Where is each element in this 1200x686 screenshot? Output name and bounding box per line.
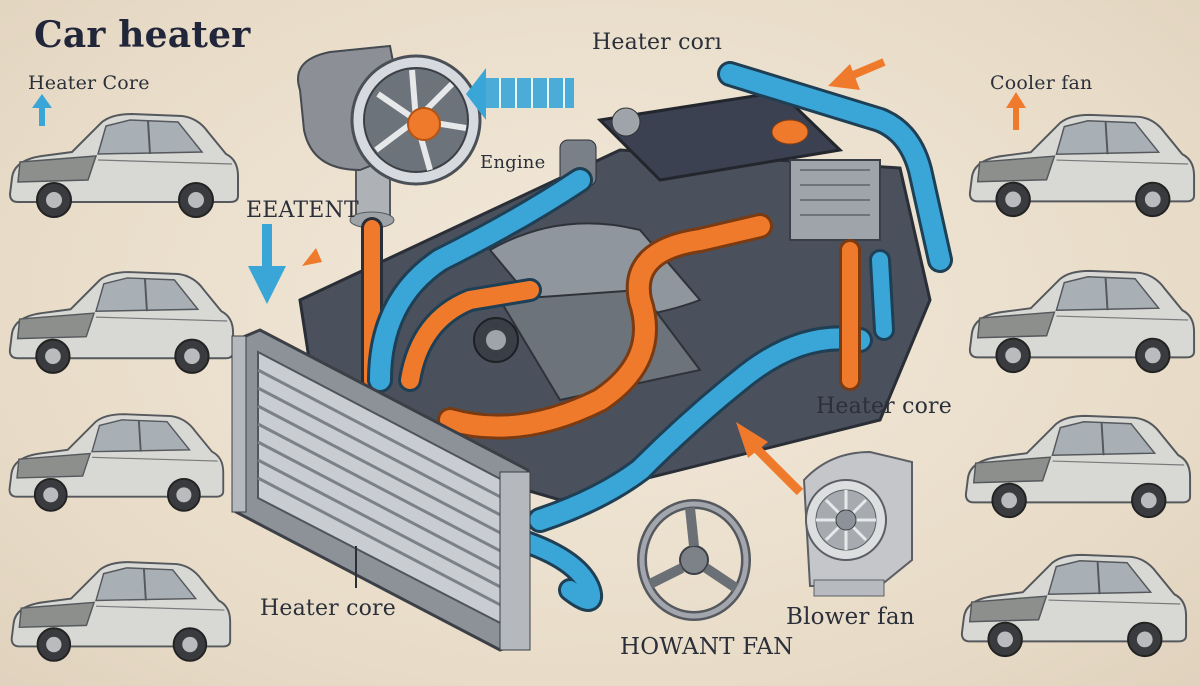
car-illustration [964,414,1192,519]
car-illustration [8,271,235,374]
car-illustration [968,269,1196,374]
arrow-icon [828,58,886,90]
coolant-hoses [361,61,953,612]
car-illustration [960,553,1188,658]
blower-fan-icon [802,450,913,597]
label-heater-core-bottom: Heater core [260,596,396,621]
label-eeatent: EEATENT [246,198,359,223]
arrow-icon [466,68,574,120]
car-illustration [10,561,232,662]
car-illustration [968,113,1196,218]
label-heater-core-right: Heater core [816,394,952,419]
arrow-icon [1006,92,1026,130]
car-illustration [9,113,239,218]
label-blower-fan: Blower fan [786,604,915,630]
arrow-icon [736,422,804,496]
steering-fan-icon [637,499,751,621]
page-title: Car heater [34,14,251,56]
radiator-icon [231,328,531,652]
car-illustration [8,413,225,512]
blower-fan-icon [297,44,482,229]
arrow-icon [248,224,322,304]
label-heater-core-top-left: Heater Core [28,72,150,94]
label-cooler-fan: Cooler fan [990,72,1093,94]
label-howant-fan: HOWANT FAN [620,634,794,660]
arrow-icon [32,94,52,126]
label-engine: Engine [480,152,546,173]
label-heater-core-top: Heater corı [592,30,723,55]
